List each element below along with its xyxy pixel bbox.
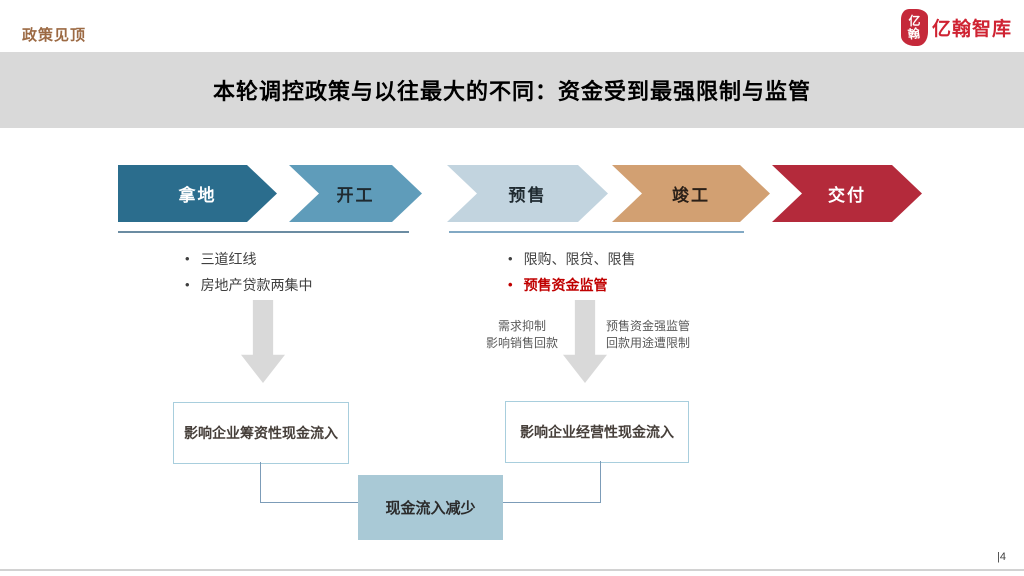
flow-stage-delivery: 交付 — [772, 165, 922, 222]
fund-supervision-note: 预售资金强监管 回款用途遭限制 — [604, 318, 692, 352]
bullet-dot-icon: • — [508, 251, 513, 266]
flow-stage-label: 竣工 — [672, 186, 710, 205]
flow-underline-right — [449, 231, 744, 233]
section-label: 政策见顶 — [22, 27, 87, 44]
note-line: 预售资金强监管 — [605, 319, 690, 333]
page-number: |4 — [997, 551, 1006, 563]
demand-suppression-note: 需求抑制 影响销售回款 — [478, 318, 566, 352]
title-banner: 本轮调控政策与以往最大的不同：资金受到最强限制与监管 — [0, 52, 1024, 128]
seal-char-top: 亿 — [908, 13, 921, 28]
footer-divider — [0, 569, 1024, 571]
seal-char-bottom: 翰 — [907, 25, 922, 42]
cash-inflow-summary-box: 现金流入减少 — [358, 475, 503, 540]
list-item: • 限购、限贷、限售 — [508, 246, 636, 272]
bullet-dot-icon: • — [185, 251, 190, 266]
policy-list-right: • 限购、限贷、限售 • 预售资金监管 — [508, 246, 636, 298]
brand-name: 亿翰智库 — [931, 19, 1012, 40]
result-box-label: 影响企业经营性现金流入 — [520, 424, 674, 440]
connector-line — [260, 462, 261, 503]
list-item-label: 三道红线 — [200, 251, 257, 267]
connector-line — [260, 502, 359, 503]
note-line: 回款用途遭限制 — [605, 336, 690, 350]
note-line: 需求抑制 — [497, 319, 546, 333]
bullet-dot-icon: • — [185, 277, 190, 292]
flow-stage-label: 交付 — [828, 186, 866, 205]
financing-cashflow-box: 影响企业筹资性现金流入 — [173, 402, 349, 464]
result-box-label: 影响企业筹资性现金流入 — [184, 425, 338, 441]
list-item-label: 房地产贷款两集中 — [200, 277, 313, 293]
operating-cashflow-box: 影响企业经营性现金流入 — [505, 401, 689, 463]
brand-seal-icon: 亿 翰 — [900, 9, 928, 46]
down-arrow-icon — [241, 300, 285, 383]
policy-list-left: • 三道红线 • 房地产贷款两集中 — [185, 246, 313, 298]
connector-line — [600, 461, 601, 503]
flow-stage-completion: 竣工 — [612, 165, 770, 222]
flow-stage-construction-start: 开工 — [289, 165, 422, 222]
flow-stage-label: 拿地 — [178, 186, 217, 205]
flow-stage-label: 开工 — [336, 186, 375, 205]
brand-logo: 亿 翰 亿翰智库 — [900, 9, 1012, 46]
slide-title: 本轮调控政策与以往最大的不同：资金受到最强限制与监管 — [212, 79, 811, 104]
connector-line — [503, 502, 601, 503]
flow-underline-left — [118, 231, 409, 233]
note-line: 影响销售回款 — [485, 336, 558, 350]
flow-stage-land-acquisition: 拿地 — [118, 165, 277, 222]
list-item-label: 限购、限贷、限售 — [523, 251, 636, 267]
down-arrow-icon — [563, 300, 607, 383]
bullet-dot-icon: • — [508, 277, 513, 292]
flow-stage-label: 预售 — [508, 186, 547, 205]
list-item-highlight: • 预售资金监管 — [508, 272, 636, 298]
list-item: • 房地产贷款两集中 — [185, 272, 313, 298]
flow-stage-presale: 预售 — [447, 165, 608, 222]
list-item-label: 预售资金监管 — [523, 277, 608, 293]
summary-box-label: 现金流入减少 — [385, 500, 476, 517]
list-item: • 三道红线 — [185, 246, 313, 272]
